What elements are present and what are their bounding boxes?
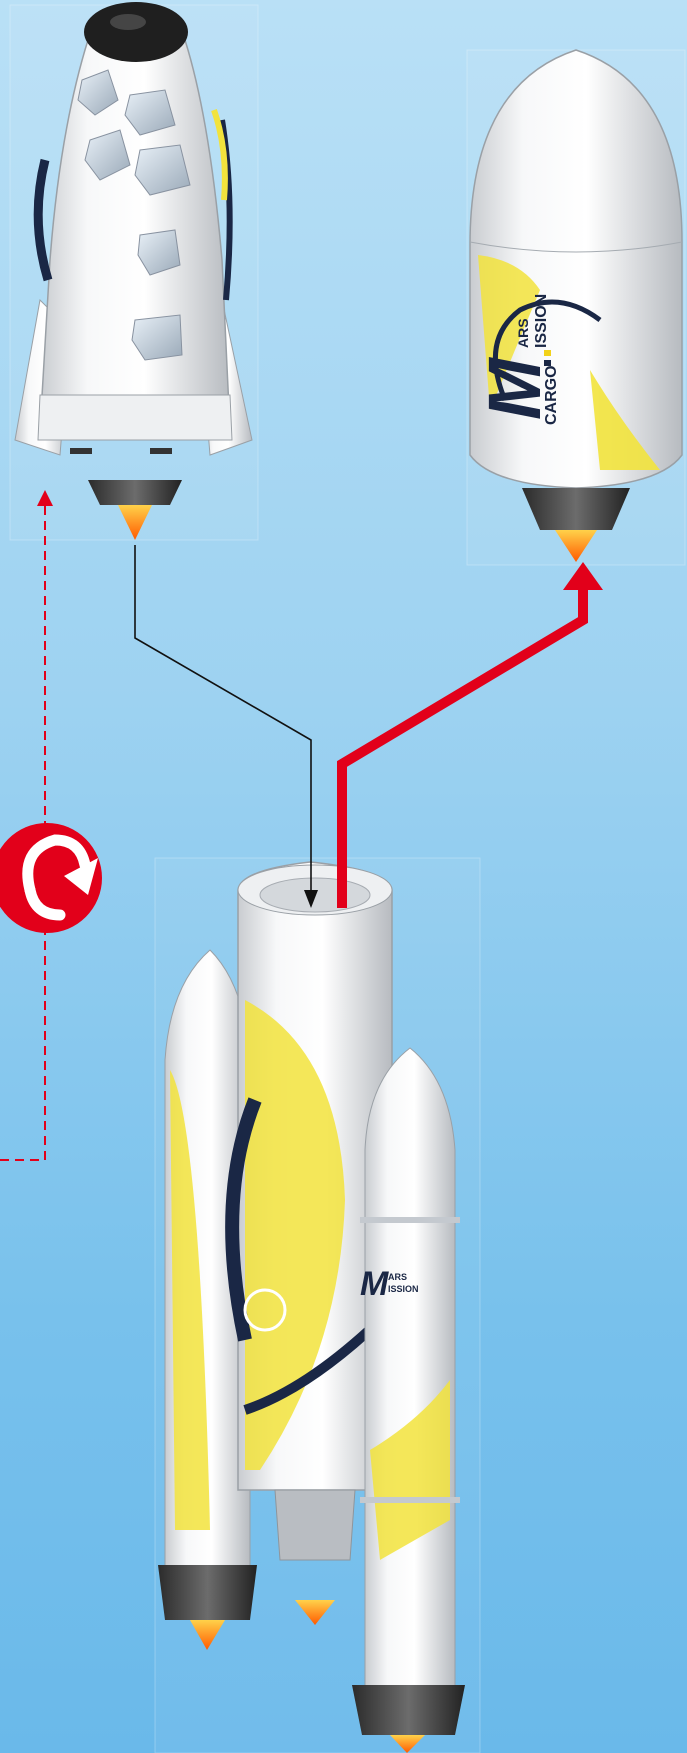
red-arrowhead	[563, 562, 603, 590]
booster-logo-ars: ARS	[388, 1272, 407, 1282]
booster-logo-ission: ISSION	[388, 1284, 419, 1294]
shuttle-to-rocket-line	[135, 545, 311, 898]
cargo-logo-cargo: CARGO	[543, 365, 560, 425]
rotate-icon	[0, 823, 102, 933]
cargo-logo-ission: ISSION	[533, 294, 550, 348]
cargo-logo-ars: ARS	[515, 318, 531, 348]
booster-logo-m: M	[360, 1265, 389, 1303]
